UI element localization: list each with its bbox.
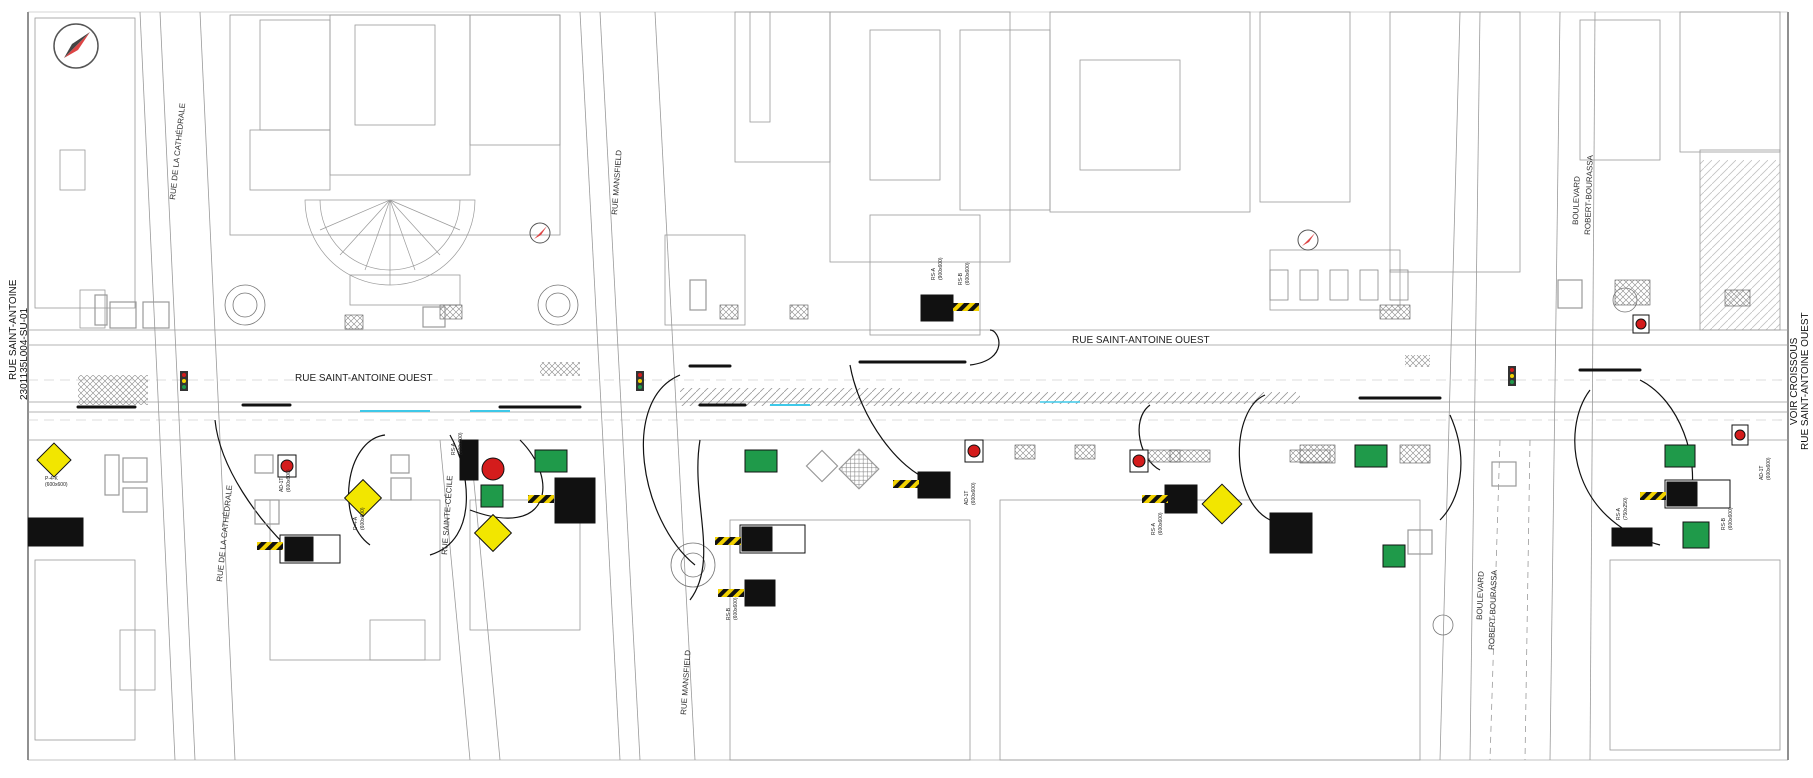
stop-sign-icon [277,314,1749,481]
sign-size: (900x600) [938,257,944,280]
buildings-north [34,11,1781,336]
sign-code: RS-B [726,607,732,620]
sign-code: RS-A [1616,507,1622,520]
sign-size: (600x600) [965,262,971,285]
north-arrow-icon [529,222,551,244]
sign-size: (750x250) [1623,497,1629,520]
street-label-boulevard-north: BOULEVARD [1571,176,1582,225]
street-label-boulevard-south: BOULEVARD [1475,571,1486,620]
match-line-note-1: VOIR CROISSOUS [1789,337,1800,425]
sign-size: (600x600) [1158,512,1164,535]
sign-size: (600x600) [971,482,977,505]
sign-code-labels: P-4-K (600x600) AD-1T (600x600) D-4-A (6… [45,257,1772,620]
sign-code: AD-1T [1759,466,1765,480]
signal-mast-arms [76,360,1642,409]
sign-code: AD-1T [964,491,970,505]
cross-streets [139,11,1596,761]
sign-size: (600x600) [286,469,292,492]
street-label-saint-antoine-ouest: RUE SAINT-ANTOINE OUEST [295,373,433,384]
sign-size: (600x900) [458,432,464,455]
sign-code: RS-A [931,267,937,280]
plaza-fan [304,199,476,286]
existing-sign-icons [94,279,1583,555]
street-label-saint-antoine-ouest-east: RUE SAINT-ANTOINE OUEST [1072,335,1210,346]
sign-size: (600x600) [1766,457,1772,480]
sign-size: (600x600) [1728,507,1734,530]
north-arrow-icon [53,23,99,69]
sign-code: RS-A [1151,522,1157,535]
sign-code: D-4-A [353,516,359,530]
street-label-robert-bourassa-north: ROBERT-BOURASSA [1583,154,1595,235]
sign-size: (600x600) [45,482,68,488]
sign-size: (600x600) [360,507,366,530]
sign-code: RS-B [958,272,964,285]
sign-code: RS-B [1721,517,1727,530]
sheet-title: RUE SAINT-ANTOINE [8,279,19,380]
sign-size: (600x600) [733,597,739,620]
north-arrow-icon [1297,229,1319,251]
bike-sign-icon [480,444,1710,568]
parking-stalls [1269,269,1409,301]
traffic-light-icon [180,366,1516,391]
sheet-code: 2301135L004-SU-01 [19,307,30,400]
diamond-warning-sign-icon [36,442,1243,553]
sign-code: AD-1T [279,478,285,492]
hazard-stripes [257,303,1666,597]
lane-arrow-sign-icon [27,294,1731,607]
street-label-robert-bourassa-south: ROBERT-BOURASSA [1487,569,1499,650]
existing-diamond-signs [805,448,880,490]
sign-code: RS-A [451,442,457,455]
sign-code: P-4-K [45,476,58,482]
saint-antoine-corridor [28,329,1788,441]
match-line-note-2: RUE SAINT-ANTOINE OUEST [1800,312,1811,450]
